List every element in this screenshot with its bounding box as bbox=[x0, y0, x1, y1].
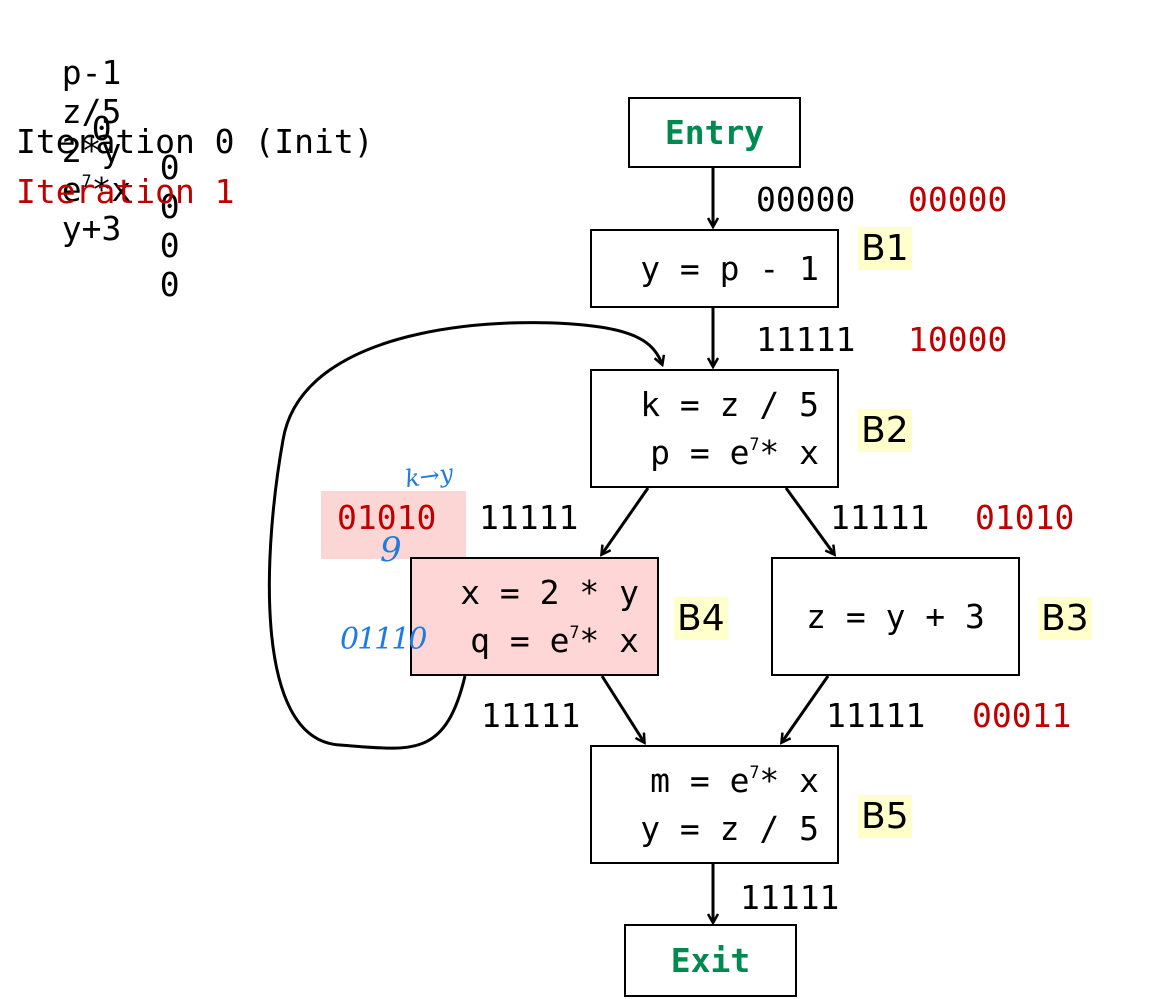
exit-label: Exit bbox=[670, 941, 751, 980]
expr-col-p-minus-1: p-1 bbox=[61, 53, 122, 92]
init-value: 0 bbox=[159, 265, 180, 304]
tag-b2: B2 bbox=[858, 409, 912, 453]
block-b1: y = p - 1 bbox=[590, 229, 839, 308]
edge-b4-b2-backedge bbox=[267, 321, 662, 750]
tag-b1: B1 bbox=[858, 227, 912, 271]
exit-node: Exit bbox=[624, 924, 797, 997]
tag-b3: B3 bbox=[1038, 597, 1092, 641]
block-b4: x = 2 * y q = e7* x bbox=[410, 557, 659, 676]
init-value: 0 bbox=[159, 148, 180, 187]
entry-label: Entry bbox=[664, 113, 765, 152]
block-b5: m = e7* x y = z / 5 bbox=[590, 745, 839, 864]
init-value: 0 bbox=[91, 109, 112, 148]
tag-b4: B4 bbox=[674, 597, 728, 641]
b4-stmt-1: x = 2 * y bbox=[460, 572, 639, 612]
bits-entry-b1-iter1: 00000 bbox=[908, 180, 1008, 219]
bits-b4-b5-iter0: 11111 bbox=[481, 696, 581, 735]
handwritten-note-mid: 9 bbox=[380, 530, 402, 570]
init-value: 0 bbox=[159, 226, 180, 265]
bits-b3-b5-iter0: 11111 bbox=[826, 696, 926, 735]
expr-col-2-times-y: 2*y bbox=[61, 131, 122, 170]
edge-b4-b5 bbox=[600, 675, 644, 742]
bits-entry-b1-iter0: 00000 bbox=[756, 180, 856, 219]
bits-highlight bbox=[321, 491, 466, 559]
init-values-row: 0 0 0 0 0 bbox=[52, 70, 180, 304]
edge-b2-b3 bbox=[784, 487, 834, 554]
entry-node: Entry bbox=[628, 97, 801, 168]
b1-stmt-1: y = p - 1 bbox=[640, 248, 819, 288]
bits-b2-b4-iter1: 01010 bbox=[337, 498, 437, 537]
edge-b3-b5 bbox=[782, 675, 830, 742]
b2-stmt-2: p = e7* x bbox=[650, 432, 819, 472]
bits-b1-b2-iter0: 11111 bbox=[756, 320, 856, 359]
expr-col-e7-times-x: e7*x bbox=[61, 170, 132, 209]
expr-col-z-div-5: z/5 bbox=[61, 92, 122, 131]
bits-b2-b3-iter0: 11111 bbox=[830, 498, 930, 537]
b5-stmt-2: y = z / 5 bbox=[640, 808, 819, 848]
iteration-1-label: Iteration 1 bbox=[16, 172, 235, 211]
edge-b2-b4 bbox=[602, 487, 650, 554]
expr-col-y-plus-3: y+3 bbox=[61, 209, 122, 248]
bits-b2-b4-iter0: 11111 bbox=[479, 498, 579, 537]
expr-header-row: p-1 z/5 2*y e7*x y+3 bbox=[22, 14, 132, 248]
block-b3: z = y + 3 bbox=[771, 557, 1020, 676]
iteration-0-label: Iteration 0 (Init) bbox=[16, 122, 374, 161]
bits-b5-exit-iter0: 11111 bbox=[740, 878, 840, 917]
bits-b1-b2-iter1: 10000 bbox=[908, 320, 1008, 359]
bits-b2-b3-iter1: 01010 bbox=[975, 498, 1075, 537]
handwritten-note-left: 01110 bbox=[340, 622, 427, 657]
b4-stmt-2: q = e7* x bbox=[470, 620, 639, 660]
bits-b3-b5-iter1: 00011 bbox=[972, 696, 1072, 735]
b5-stmt-1: m = e7* x bbox=[650, 760, 819, 800]
tag-b5: B5 bbox=[858, 795, 912, 839]
block-b2: k = z / 5 p = e7* x bbox=[590, 369, 839, 488]
b3-stmt-1: z = y + 3 bbox=[806, 596, 985, 636]
init-value: 0 bbox=[159, 187, 180, 226]
b2-stmt-1: k = z / 5 bbox=[640, 384, 819, 424]
